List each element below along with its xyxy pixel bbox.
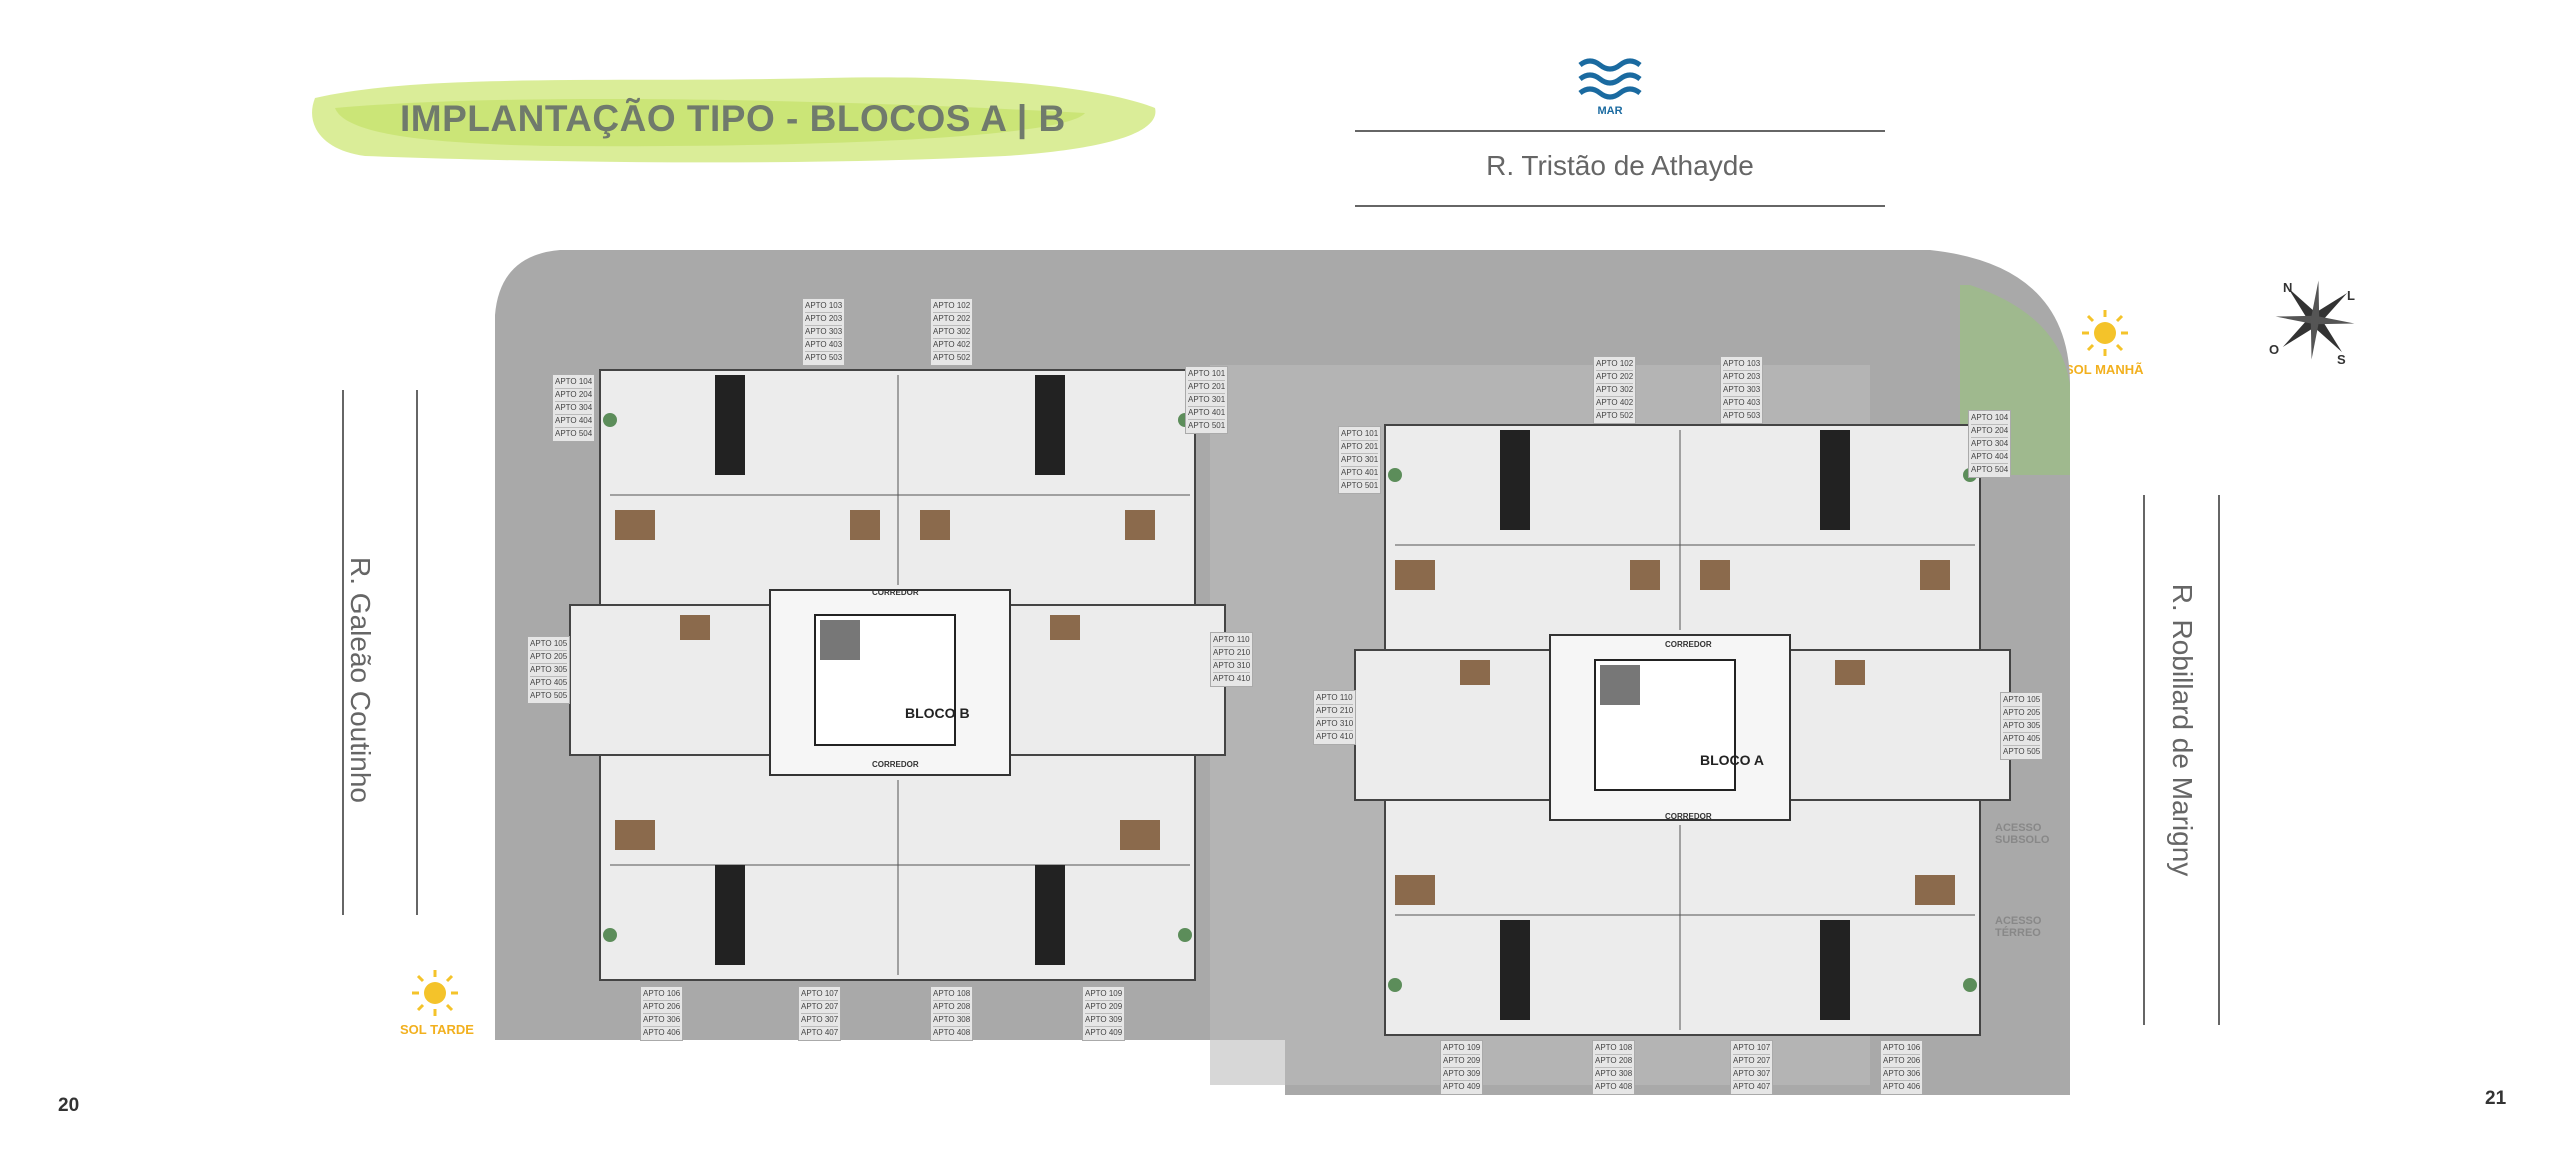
site-plan (495, 250, 2070, 1095)
block-a-corridor-bottom: CORREDOR (1665, 812, 1712, 821)
street-line (2143, 495, 2145, 1025)
block-b-label: BLOCO B (905, 705, 970, 721)
street-line (416, 390, 418, 915)
compass-o: O (2269, 342, 2279, 357)
sun-icon (2082, 310, 2128, 356)
sea-label: MAR (1597, 105, 1623, 117)
block-b-corridor-top: CORREDOR (872, 588, 919, 597)
page-title: IMPLANTAÇÃO TIPO - BLOCOS A | B (400, 98, 1066, 139)
block-a-plan (1354, 424, 2011, 1036)
title-highlight (312, 77, 1156, 163)
street-line (1355, 130, 1885, 132)
compass-l: L (2347, 288, 2355, 303)
access-basement-label: ACESSO SUBSOLO (1995, 822, 2050, 846)
street-line (1355, 205, 1885, 207)
access-ground-label: ACESSO TÉRREO (1995, 915, 2042, 939)
page-number-left: 20 (58, 1095, 80, 1116)
sun-icon (412, 970, 458, 1016)
sun-label-afternoon: SOL TARDE (400, 1022, 474, 1037)
street-name-left: R. Galeão Coutinho (345, 557, 376, 803)
street-line (2218, 495, 2220, 1025)
block-b-corridor-bottom: CORREDOR (872, 760, 919, 769)
page-number-right: 21 (2485, 1088, 2507, 1109)
street-line (342, 390, 344, 915)
compass-rose-icon: N L S O (2269, 280, 2355, 367)
compass-n: N (2283, 280, 2292, 295)
block-a-label: BLOCO A (1700, 752, 1765, 768)
street-name-right: R. Robillard de Marigny (2167, 583, 2198, 877)
sun-label-morning: SOL MANHÃ (2065, 362, 2144, 377)
sea-waves-icon (1578, 58, 1642, 100)
block-a-corridor-top: CORREDOR (1665, 640, 1712, 649)
block-b-plan (569, 369, 1226, 981)
street-name-top: R. Tristão de Athayde (1486, 150, 1754, 181)
compass-s: S (2337, 352, 2346, 367)
block-a-label-text: BLOCO A (1700, 752, 1764, 768)
